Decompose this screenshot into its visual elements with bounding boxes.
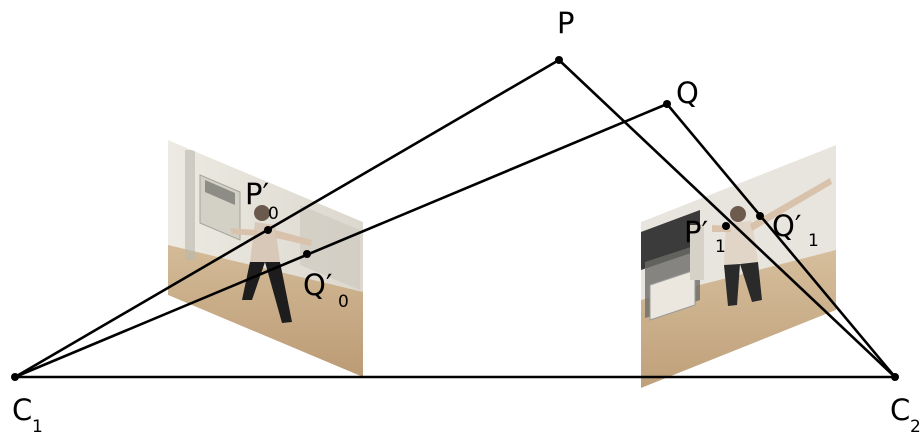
label-q0: Q′ [303, 268, 332, 302]
label-p1-sub: 1 [715, 237, 726, 257]
right-image-plane [641, 145, 836, 388]
label-p0: P′ [245, 177, 269, 211]
ray-c1-q [14, 102, 668, 379]
point-c2 [891, 373, 899, 381]
point-p0 [264, 226, 272, 234]
label-p1: P′ [684, 215, 708, 249]
label-q: Q [676, 76, 699, 110]
point-p1 [722, 222, 730, 230]
projection-rays [14, 58, 896, 379]
labels: P Q C 1 C 2 P′ 0 Q′ 0 P′ 1 Q′ 1 [12, 6, 920, 437]
label-p0-sub: 0 [268, 204, 279, 224]
left-image-plane [168, 140, 363, 377]
label-q1-sub: 1 [808, 231, 819, 251]
point-q1 [756, 212, 764, 220]
ray-c1-p [14, 58, 560, 379]
person-figure-right [712, 178, 832, 306]
ray-c2-q [666, 103, 896, 378]
points [11, 56, 899, 381]
label-c2-sub: 2 [910, 417, 920, 437]
point-c1 [11, 373, 19, 381]
person-figure-left [230, 205, 312, 323]
point-p [555, 56, 563, 64]
label-q1: Q′ [772, 209, 801, 243]
label-c2: C [890, 393, 910, 427]
label-c1: C [12, 393, 32, 427]
label-c1-sub: 1 [32, 417, 43, 437]
point-q0 [303, 250, 311, 258]
label-p: P [557, 6, 575, 40]
ray-c2-p [558, 59, 896, 378]
point-q [663, 100, 671, 108]
label-q0-sub: 0 [338, 292, 349, 312]
